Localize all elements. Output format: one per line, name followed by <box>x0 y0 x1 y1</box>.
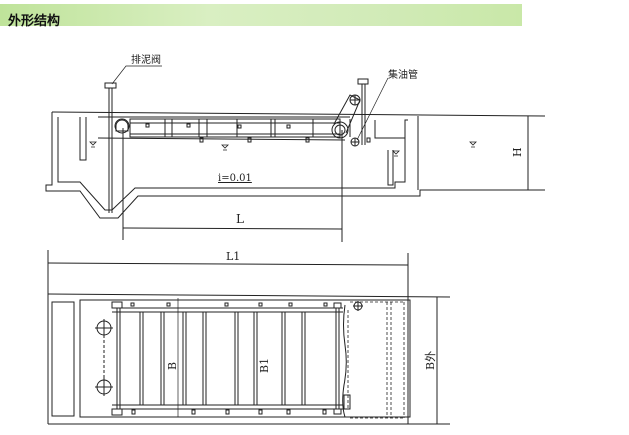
section-header-bar: 外形结构 <box>0 4 522 29</box>
sludge-valve-label: 排泥阀 <box>131 53 161 66</box>
outlet-chamber <box>374 120 405 139</box>
dim-B-outer-label: B外 <box>424 351 437 370</box>
water-level-line <box>97 137 346 141</box>
oil-pipe-label: 集油管 <box>388 68 418 81</box>
plan-top-line <box>47 293 451 298</box>
dim-L1-label: L1 <box>226 250 240 263</box>
slope-label: i=0.01 <box>218 173 252 184</box>
tank-inner-profile <box>57 117 408 211</box>
sludge-valve-plan[interactable] <box>95 319 113 396</box>
sprocket-hub <box>334 124 346 136</box>
pivot-cross <box>350 95 360 105</box>
sludge-valve-leader <box>111 65 162 85</box>
right-weir <box>387 150 394 186</box>
left-sprocket-cover <box>115 119 129 132</box>
dim-B-label: B <box>166 362 179 370</box>
scraper-conveyor <box>129 118 371 143</box>
skimmer-drive <box>343 394 351 410</box>
tank-outer-profile <box>45 112 545 219</box>
elevation-view: 排泥阀 集油管 i=0.01 H L <box>45 53 546 242</box>
tank-top-line <box>51 111 546 117</box>
left-baffle <box>79 117 87 161</box>
section-title: 外形结构 <box>8 14 61 29</box>
outlet-area <box>347 301 405 419</box>
dim-B1-label: B1 <box>258 358 271 373</box>
oil-pipe-plan-cross <box>353 301 363 311</box>
oil-collector-pipe[interactable] <box>357 78 369 145</box>
tank-interior <box>79 299 411 418</box>
water-level-symbols <box>89 141 477 157</box>
oil-pipe-cross <box>351 138 359 146</box>
oil-pipe-leader <box>356 77 389 141</box>
drive-sprocket-right <box>331 121 349 139</box>
oil-skimmer-edge <box>342 304 347 418</box>
dim-L-label: L <box>236 212 244 226</box>
plan-view: L1 B外 <box>47 250 451 425</box>
conveyor-plan <box>111 298 343 417</box>
sludge-valve[interactable] <box>104 82 117 213</box>
drive-sprocket-left <box>114 118 130 134</box>
dim-L1-line <box>47 262 409 266</box>
inlet-channel <box>51 301 75 417</box>
dim-L-line <box>122 227 343 230</box>
dim-H-label: H <box>511 147 524 157</box>
